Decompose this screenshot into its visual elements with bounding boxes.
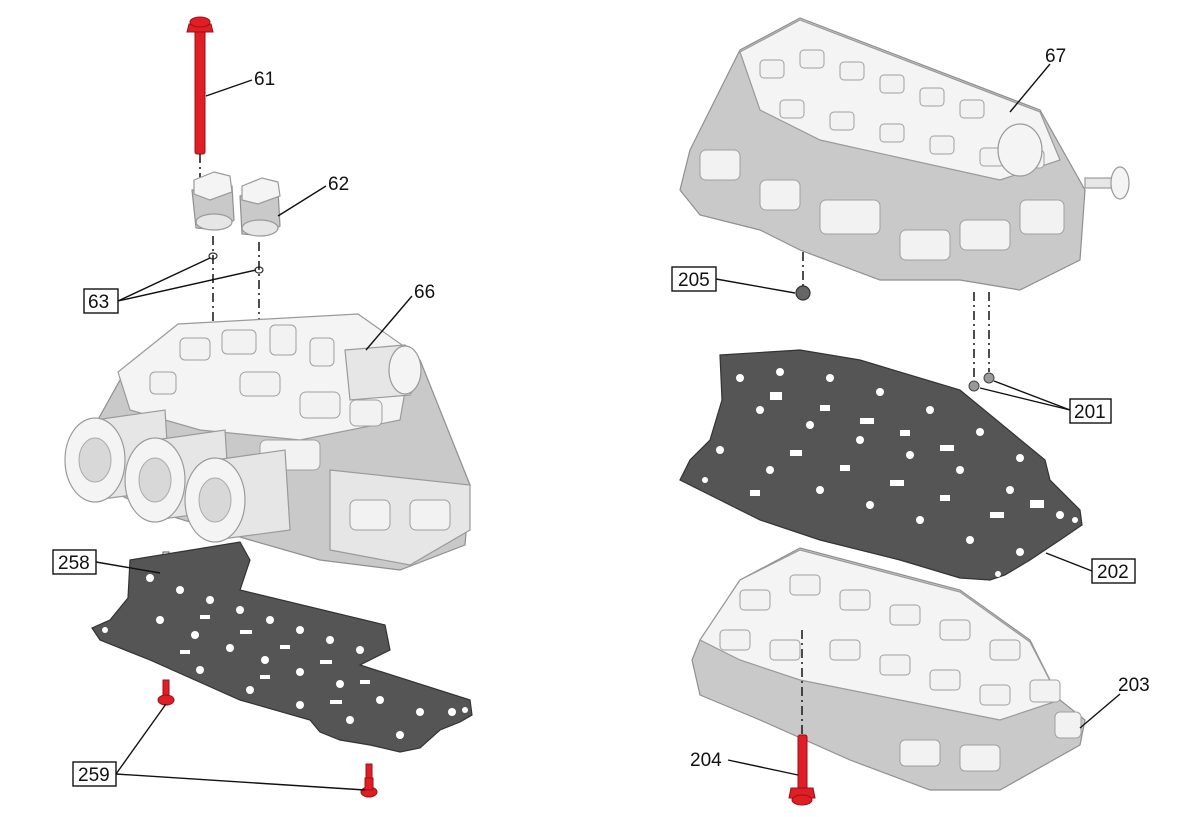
check-ball-201 xyxy=(968,372,995,392)
callout-204: 204 xyxy=(690,750,722,771)
callout-202: 202 xyxy=(1097,562,1129,583)
callout-63: 63 xyxy=(88,292,109,313)
callout-62: 62 xyxy=(328,174,349,195)
spacer-plate-202 xyxy=(679,349,1083,581)
callout-203: 203 xyxy=(1118,675,1150,696)
callout-201-box xyxy=(1069,398,1112,424)
upper-valve-body-67 xyxy=(679,17,1130,291)
lower-valve-body-203 xyxy=(691,547,1086,791)
callout-258-box xyxy=(52,549,97,575)
bolt-204 xyxy=(788,734,816,806)
callout-259: 259 xyxy=(78,765,110,786)
callout-259-box xyxy=(72,761,117,787)
solenoid-body-66 xyxy=(64,313,471,571)
callout-63-box xyxy=(83,288,119,314)
callout-205-box xyxy=(671,266,717,292)
callout-66: 66 xyxy=(414,282,435,303)
bolt-61 xyxy=(186,16,214,155)
callout-258: 258 xyxy=(58,553,90,574)
callout-205: 205 xyxy=(678,270,710,291)
leader-lines xyxy=(95,63,1121,791)
solenoid-62 xyxy=(191,171,281,237)
callout-201: 201 xyxy=(1074,402,1106,423)
ball-205 xyxy=(795,285,811,301)
callout-61: 61 xyxy=(254,69,275,90)
callout-202-box xyxy=(1091,558,1136,584)
left-spacer-plate xyxy=(91,541,473,753)
callout-67: 67 xyxy=(1045,46,1066,67)
